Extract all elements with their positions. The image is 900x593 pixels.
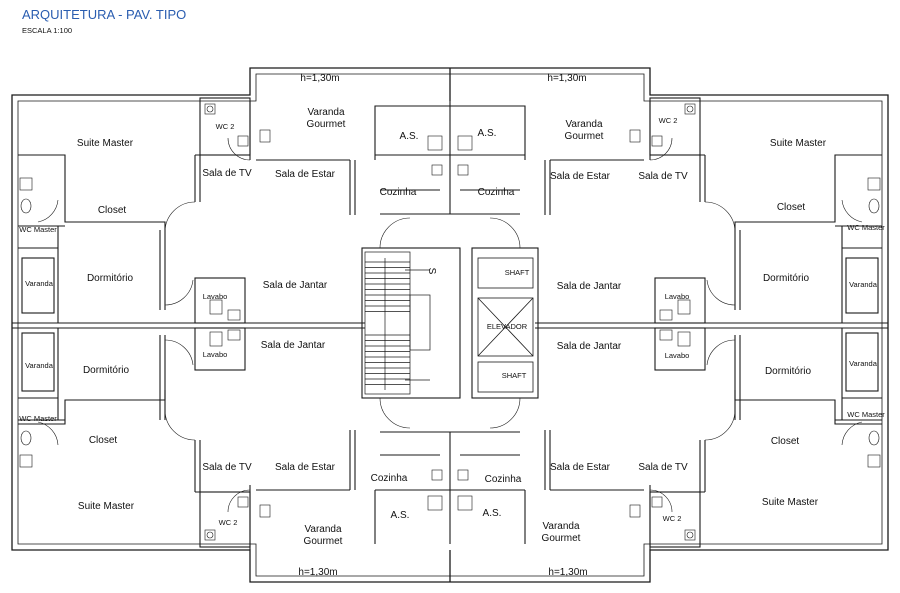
fixtures bbox=[19, 103, 881, 541]
elevator-core bbox=[477, 257, 534, 393]
shaft-label: SHAFT bbox=[502, 371, 527, 380]
wc-master-label: WC Master bbox=[847, 410, 885, 419]
as-label: A.S. bbox=[483, 508, 502, 519]
sala-jantar-label: Sala de Jantar bbox=[263, 280, 328, 291]
wc-master-label: WC Master bbox=[19, 225, 57, 234]
wc2-label: WC 2 bbox=[219, 518, 238, 527]
varanda-label: Varanda bbox=[25, 279, 54, 288]
suite-master-label: Suite Master bbox=[762, 497, 819, 508]
varanda-gourmet-label: Varanda bbox=[304, 524, 342, 535]
sala-jantar-label: Sala de Jantar bbox=[557, 281, 622, 292]
wc-master-label: WC Master bbox=[847, 223, 885, 232]
closet-label: Closet bbox=[777, 202, 806, 213]
stair bbox=[364, 251, 431, 395]
height-label: h=1,30m bbox=[300, 73, 339, 84]
sala-jantar-label: Sala de Jantar bbox=[261, 340, 326, 351]
interior-walls bbox=[12, 97, 888, 550]
varanda-gourmet-label: Gourmet bbox=[307, 119, 346, 130]
closet-label: Closet bbox=[771, 436, 800, 447]
sala-tv-label: Sala de TV bbox=[202, 462, 252, 473]
sala-estar-label: Sala de Estar bbox=[275, 462, 336, 473]
dormitorio-label: Dormitório bbox=[87, 273, 134, 284]
elevator-label: ELEVADOR bbox=[487, 322, 528, 331]
wc2-label: WC 2 bbox=[663, 514, 682, 523]
suite-master-label: Suite Master bbox=[77, 138, 134, 149]
wc-master-label: WC Master bbox=[19, 414, 57, 423]
suite-master-label: Suite Master bbox=[78, 501, 135, 512]
outer-walls bbox=[11, 67, 889, 583]
height-label: h=1,30m bbox=[548, 567, 587, 578]
room-labels: h=1,30m h=1,30m Varanda Gourmet Varanda … bbox=[19, 73, 885, 578]
stair-direction-label: S bbox=[426, 268, 437, 275]
drawing-title: ARQUITETURA - PAV. TIPO bbox=[22, 7, 186, 22]
sala-tv-label: Sala de TV bbox=[202, 168, 252, 179]
varanda-gourmet-label: Gourmet bbox=[304, 536, 343, 547]
cozinha-label: Cozinha bbox=[478, 187, 515, 198]
sala-tv-label: Sala de TV bbox=[638, 462, 688, 473]
varanda-gourmet-label: Varanda bbox=[565, 119, 603, 130]
varanda-gourmet-label: Varanda bbox=[307, 107, 345, 118]
door-swings bbox=[37, 137, 863, 513]
closet-label: Closet bbox=[98, 205, 127, 216]
suite-master-label: Suite Master bbox=[770, 138, 827, 149]
sala-estar-label: Sala de Estar bbox=[550, 462, 611, 473]
cozinha-label: Cozinha bbox=[371, 473, 408, 484]
lavabo-label: Lavabo bbox=[665, 351, 690, 360]
height-label: h=1,30m bbox=[298, 567, 337, 578]
cozinha-label: Cozinha bbox=[380, 187, 417, 198]
sala-tv-label: Sala de TV bbox=[638, 171, 688, 182]
wc2-label: WC 2 bbox=[659, 116, 678, 125]
wc2-label: WC 2 bbox=[216, 122, 235, 131]
sala-estar-label: Sala de Estar bbox=[550, 171, 611, 182]
as-label: A.S. bbox=[400, 131, 419, 142]
height-label: h=1,30m bbox=[547, 73, 586, 84]
closet-label: Closet bbox=[89, 435, 118, 446]
dormitorio-label: Dormitório bbox=[83, 365, 130, 376]
varanda-label: Varanda bbox=[849, 280, 878, 289]
lavabo-label: Lavabo bbox=[203, 350, 228, 359]
sala-estar-label: Sala de Estar bbox=[275, 169, 336, 180]
varanda-label: Varanda bbox=[25, 361, 54, 370]
varanda-gourmet-label: Gourmet bbox=[542, 533, 581, 544]
varanda-label: Varanda bbox=[849, 359, 878, 368]
cozinha-label: Cozinha bbox=[485, 474, 522, 485]
dormitorio-label: Dormitório bbox=[765, 366, 812, 377]
shaft-label: SHAFT bbox=[505, 268, 530, 277]
lavabo-label: Lavabo bbox=[665, 292, 690, 301]
varanda-gourmet-label: Varanda bbox=[542, 521, 580, 532]
dormitorio-label: Dormitório bbox=[763, 273, 810, 284]
as-label: A.S. bbox=[478, 128, 497, 139]
sala-jantar-label: Sala de Jantar bbox=[557, 341, 622, 352]
drawing-scale: ESCALA 1:100 bbox=[22, 26, 72, 35]
lavabo-label: Lavabo bbox=[203, 292, 228, 301]
varanda-gourmet-label: Gourmet bbox=[565, 131, 604, 142]
as-label: A.S. bbox=[391, 510, 410, 521]
